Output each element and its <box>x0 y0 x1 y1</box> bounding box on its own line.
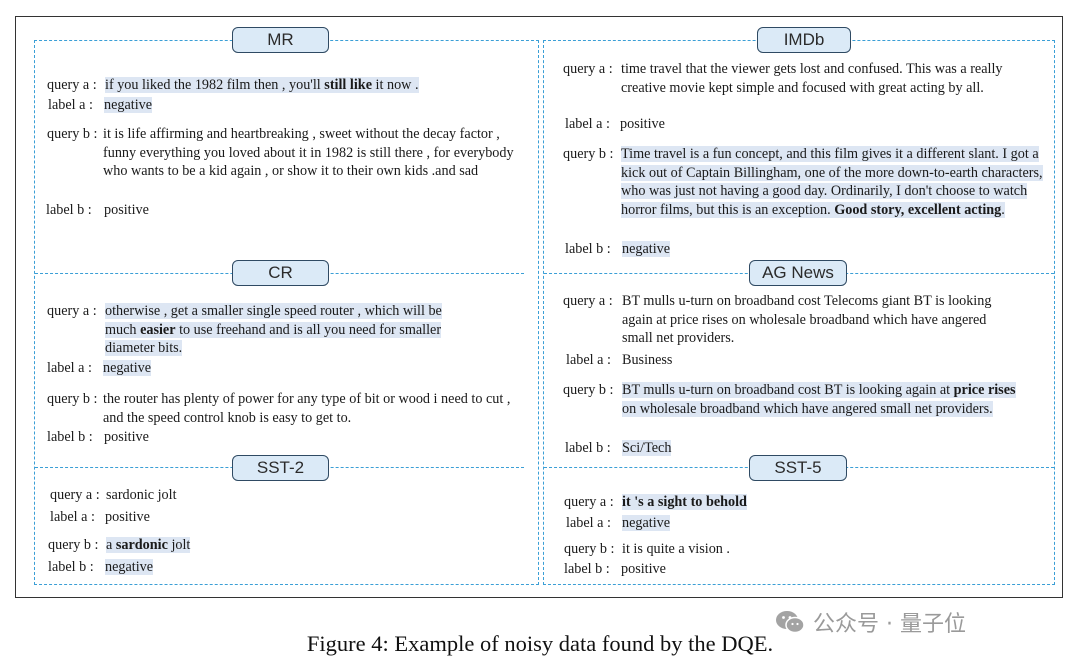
sst5-query-a-text: it 's a sight to behold <box>622 494 747 510</box>
query-b-key: query b : <box>563 382 614 398</box>
label-b-key: label b : <box>565 440 611 456</box>
figure-caption: Figure 4: Example of noisy data found by… <box>306 631 774 656</box>
label-b-key: label b : <box>565 241 611 257</box>
section-title-cr: CR <box>232 260 329 286</box>
query-b-key: query b : <box>48 537 99 553</box>
sst2-query-b-text: a sardonic jolt <box>106 537 191 553</box>
cr-label-a-value: negative <box>103 360 152 376</box>
label-a-key: label a : <box>565 116 610 132</box>
query-b-key: query b : <box>564 541 615 557</box>
section-title-imdb: IMDb <box>757 27 851 53</box>
agnews-label-a-value: Business <box>622 352 673 368</box>
cr-label-b-value: positive <box>104 429 149 445</box>
query-b-key: query b : <box>563 146 614 162</box>
label-b-key: label b : <box>47 429 93 445</box>
label-b-key: label b : <box>564 561 610 577</box>
watermark: 公众号 · 量子位 <box>775 606 966 638</box>
query-a-key: query a : <box>50 487 100 503</box>
label-b-key: label b : <box>48 559 94 575</box>
section-title-mr: MR <box>232 27 329 53</box>
sst5-query-b-text: it is quite a vision . <box>622 541 730 557</box>
agnews-label-b-value: Sci/Tech <box>622 440 672 456</box>
query-a-key: query a : <box>563 61 613 77</box>
watermark-text: 公众号 · 量子位 <box>813 612 966 637</box>
section-title-sst5: SST-5 <box>749 455 847 481</box>
imdb-query-b-text: Time travel is a fun concept, and this f… <box>621 146 1043 218</box>
query-b-key: query b : <box>47 391 98 407</box>
label-a-key: label a : <box>48 97 93 113</box>
sst5-label-b-value: positive <box>621 561 666 577</box>
label-a-key: label a : <box>566 352 611 368</box>
mr-query-a-text: if you liked the 1982 film then , you'll… <box>105 77 419 93</box>
figure-frame <box>15 16 1063 598</box>
label-a-key: label a : <box>50 509 95 525</box>
label-a-key: label a : <box>566 515 611 531</box>
sst2-query-a-text: sardonic jolt <box>106 487 177 503</box>
cr-query-a-text: otherwise , get a smaller single speed r… <box>105 303 442 356</box>
imdb-query-a-text: time travel that the viewer gets lost an… <box>621 61 1003 96</box>
agnews-query-b-text: BT mulls u-turn on broadband cost BT is … <box>622 382 1016 417</box>
section-title-sst2: SST-2 <box>232 455 329 481</box>
wechat-icon <box>775 609 805 635</box>
query-a-key: query a : <box>47 77 97 93</box>
agnews-query-a-text: BT mulls u-turn on broadband cost Teleco… <box>622 293 992 346</box>
section-title-agnews: AG News <box>749 260 847 286</box>
imdb-label-b-value: negative <box>622 241 671 257</box>
query-b-key: query b : <box>47 126 98 142</box>
sst2-label-a-value: positive <box>105 509 150 525</box>
query-a-key: query a : <box>563 293 613 309</box>
mr-query-b-text: it is life affirming and heartbreaking ,… <box>103 126 514 179</box>
mr-label-b-value: positive <box>104 202 149 218</box>
sst2-label-b-value: negative <box>105 559 154 575</box>
query-a-key: query a : <box>47 303 97 319</box>
mr-label-a-value: negative <box>104 97 153 113</box>
imdb-label-a-value: positive <box>620 116 665 132</box>
label-b-key: label b : <box>46 202 92 218</box>
sst5-label-a-value: negative <box>622 515 671 531</box>
query-a-key: query a : <box>564 494 614 510</box>
label-a-key: label a : <box>47 360 92 376</box>
cr-query-b-text: the router has plenty of power for any t… <box>103 391 511 426</box>
